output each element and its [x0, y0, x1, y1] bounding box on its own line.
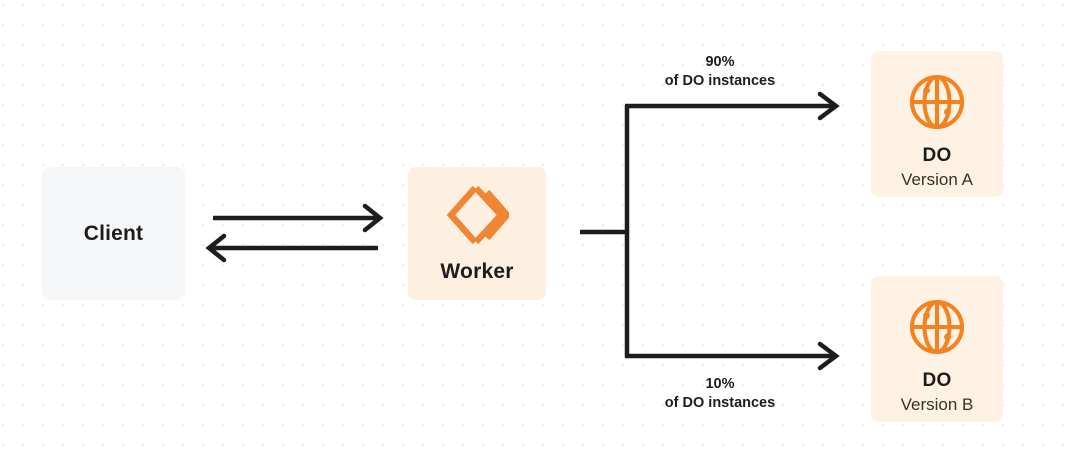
edge-label-do-b-description: of DO instances: [664, 395, 776, 411]
arrow-client-to-worker: [213, 203, 384, 233]
node-do-version-a[interactable]: DO Version A: [871, 51, 1003, 197]
arrow-worker-to-do-a: [625, 91, 840, 121]
node-client[interactable]: Client: [42, 167, 185, 300]
node-worker[interactable]: Worker: [408, 167, 546, 300]
node-worker-label: Worker: [440, 259, 514, 283]
globe-icon: [908, 298, 966, 356]
arrow-worker-to-client: [205, 233, 378, 263]
edge-label-do-a: 90% of DO instances: [655, 53, 785, 91]
edge-label-do-a-percent: 90%: [705, 54, 735, 70]
node-client-label: Client: [83, 221, 144, 245]
globe-icon: [908, 73, 966, 131]
node-do-version-b[interactable]: DO Version B: [871, 276, 1003, 422]
node-do-a-version: Version A: [901, 170, 973, 189]
node-do-a-label: DO: [922, 145, 952, 166]
edge-label-do-b: 10% of DO instances: [655, 375, 785, 413]
arrow-worker-to-do-b: [625, 341, 840, 371]
branch-trunk: [580, 105, 630, 357]
node-do-b-label: DO: [922, 370, 952, 391]
edge-label-do-b-percent: 10%: [705, 376, 735, 392]
node-do-b-version: Version B: [900, 395, 974, 414]
cloudflare-workers-icon: [445, 184, 509, 246]
edge-label-do-a-description: of DO instances: [664, 73, 776, 89]
